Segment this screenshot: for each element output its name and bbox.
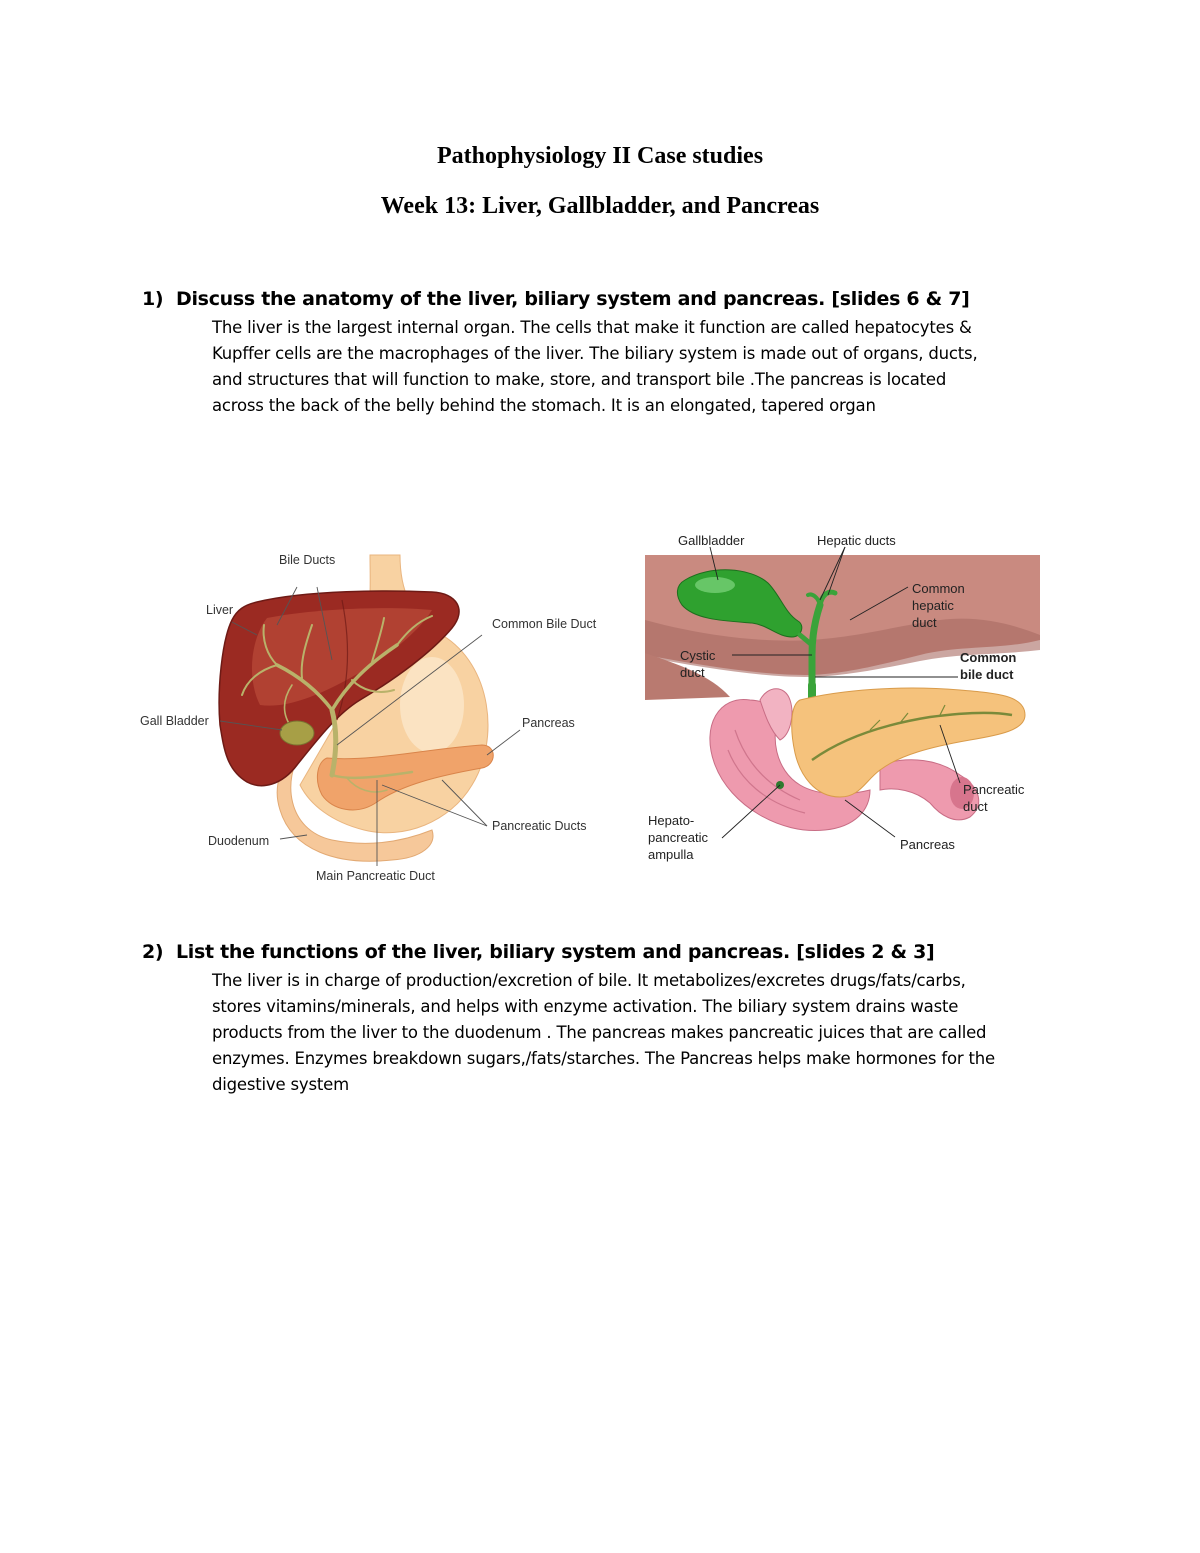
liver-shadow xyxy=(645,618,1040,677)
question-1: 1) Discuss the anatomy of the liver, bili… xyxy=(142,288,1102,310)
label-duodenum: Duodenum xyxy=(208,834,269,848)
liver-highlight xyxy=(251,608,432,706)
question-number: 2) xyxy=(142,941,164,963)
biliary-system-illustration: Gallbladder Hepatic ducts Common hepatic… xyxy=(645,533,1040,862)
question-number: 1) xyxy=(142,288,164,310)
answer-line: enzymes. Enzymes breakdown sugars,/fats/… xyxy=(212,1049,995,1068)
document-subtitle: Week 13: Liver, Gallbladder, and Pancrea… xyxy=(380,193,820,219)
label-hepatopancreatic-ampulla: pancreatic xyxy=(648,830,708,845)
gallbladder-highlight xyxy=(695,577,735,593)
answer-2: The liver is in charge of production/exc… xyxy=(212,968,1062,1098)
label-liver: Liver xyxy=(206,603,233,617)
pancreatic-duct-branch xyxy=(869,704,946,731)
stomach-highlight xyxy=(400,657,464,753)
label-gall-bladder: Gall Bladder xyxy=(140,714,209,728)
label-cystic-duct: duct xyxy=(680,665,705,680)
answer-line: stores vitamins/minerals, and helps with… xyxy=(212,997,959,1016)
label-common-bile-duct: Common xyxy=(960,650,1016,665)
answer-line: The liver is the largest internal organ.… xyxy=(212,318,972,337)
duodenum-fold xyxy=(734,729,801,801)
liver-anatomy-illustration: Bile Ducts Liver Common Bile Duct Gall B… xyxy=(140,553,597,883)
answer-line: The liver is in charge of production/exc… xyxy=(212,971,966,990)
label-gallbladder: Gallbladder xyxy=(678,533,745,548)
answer-line: products from the liver to the duodenum … xyxy=(212,1023,987,1042)
answer-1: The liver is the largest internal organ.… xyxy=(212,315,1062,419)
label-pancreatic-duct: duct xyxy=(963,799,988,814)
label-pancreatic-duct: Pancreatic xyxy=(963,782,1025,797)
label-pancreas: Pancreas xyxy=(900,837,955,852)
label-common-hepatic-duct: duct xyxy=(912,615,937,630)
duodenum-top-loop xyxy=(759,688,793,741)
answer-line: and structures that will function to mak… xyxy=(212,370,947,389)
label-hepatopancreatic-ampulla: ampulla xyxy=(648,847,694,862)
label-main-pancreatic-duct: Main Pancreatic Duct xyxy=(316,869,435,883)
label-cystic-duct: Cystic xyxy=(680,648,716,663)
duodenum-fold xyxy=(727,749,806,814)
pancreas-shape xyxy=(316,744,494,811)
label-hepatic-ducts: Hepatic ducts xyxy=(817,533,896,548)
label-common-hepatic-duct: Common xyxy=(912,581,965,596)
label-pancreas: Pancreas xyxy=(522,716,575,730)
question-2: 2) List the functions of the liver, bilia… xyxy=(142,941,1102,963)
answer-line: across the back of the belly behind the … xyxy=(212,396,876,415)
jejunum-opening xyxy=(950,777,974,809)
leader-lines xyxy=(219,586,521,866)
answer-line: Kupffer cells are the macrophages of the… xyxy=(212,344,978,363)
pancreatic-duct xyxy=(811,711,1013,762)
label-common-bile-duct: Common Bile Duct xyxy=(492,617,597,631)
label-common-hepatic-duct: hepatic xyxy=(912,598,954,613)
leader-lines xyxy=(709,546,961,839)
bile-duct-tree xyxy=(241,615,433,793)
label-hepatopancreatic-ampulla: Hepato- xyxy=(648,813,694,828)
gall-bladder-shape xyxy=(279,720,315,746)
pancreas-shape xyxy=(791,687,1026,798)
document-title: Pathophysiology II Case studies xyxy=(436,143,764,169)
label-pancreatic-ducts: Pancreatic Ducts xyxy=(492,819,586,833)
liver-lower-left xyxy=(645,653,730,700)
answer-line: digestive system xyxy=(212,1075,349,1094)
liver-lobe-line xyxy=(336,599,349,721)
label-common-bile-duct: bile duct xyxy=(960,667,1014,682)
label-bile-ducts: Bile Ducts xyxy=(279,553,335,567)
question-prompt: Discuss the anatomy of the liver, biliar… xyxy=(176,288,970,310)
question-prompt: List the functions of the liver, biliary… xyxy=(176,941,935,963)
